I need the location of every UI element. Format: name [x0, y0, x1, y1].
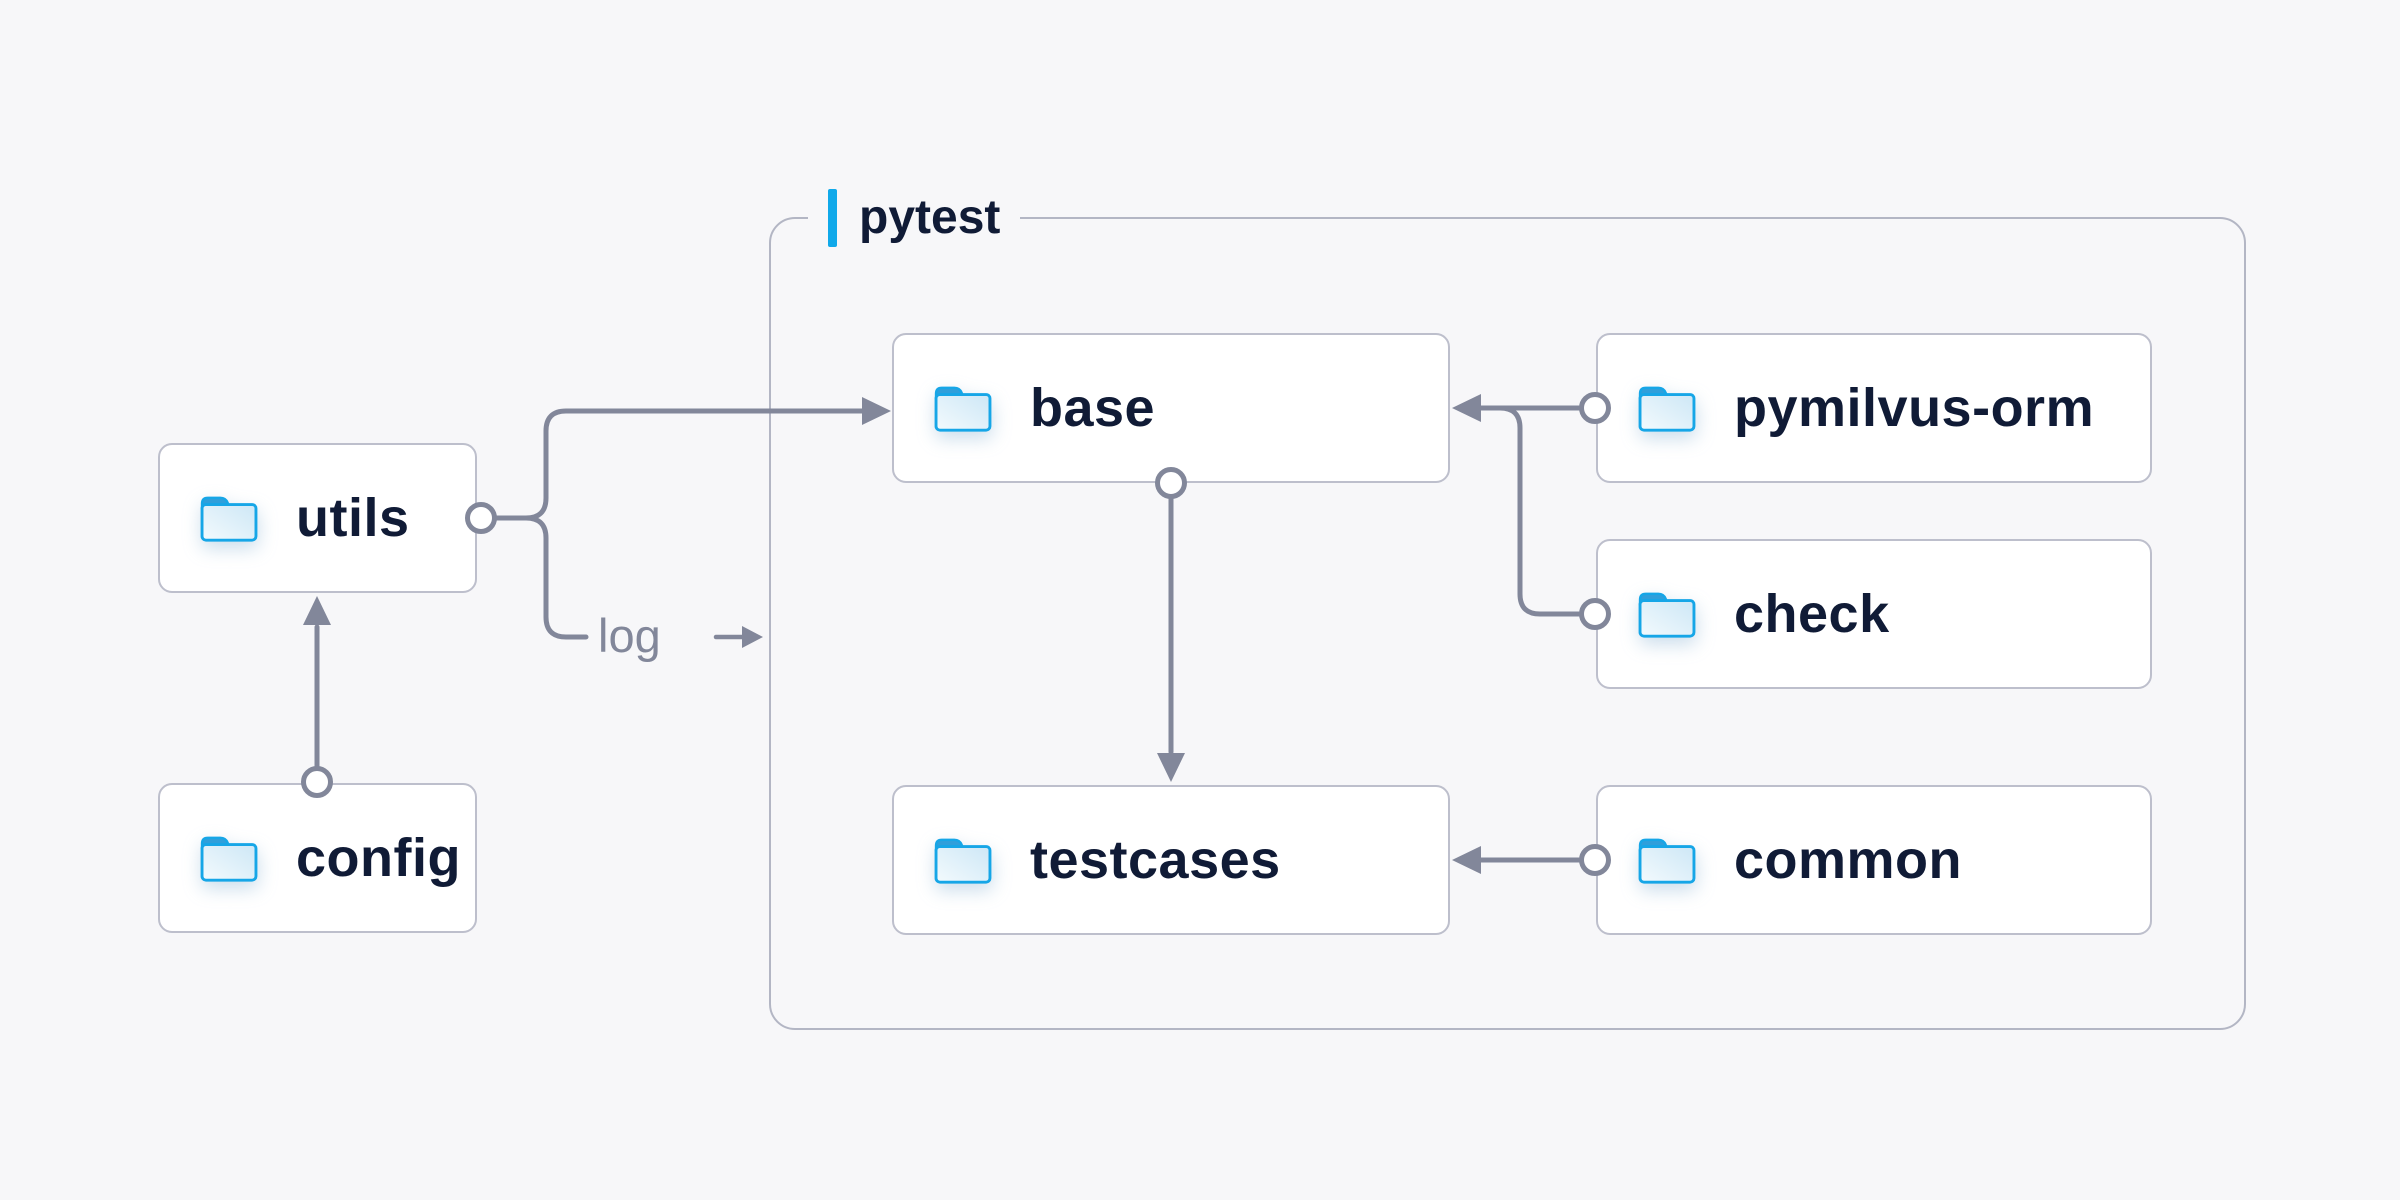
- folder-icon: [934, 838, 992, 884]
- pytest-group-label: pytest: [808, 188, 1021, 248]
- folder-icon: [1638, 592, 1696, 638]
- edge-utils-log: [523, 515, 589, 640]
- edge-label-log: log: [598, 609, 661, 662]
- arrowhead-up-icon: [303, 596, 331, 625]
- folder-icon: [934, 386, 992, 432]
- node-label: config: [296, 828, 461, 888]
- node-base: base: [892, 333, 1450, 483]
- node-check: check: [1596, 539, 2152, 689]
- folder-icon: [1638, 386, 1696, 432]
- node-label: pymilvus-orm: [1734, 378, 2095, 438]
- folder-icon: [1638, 838, 1696, 884]
- node-common: common: [1596, 785, 2152, 935]
- node-label: utils: [296, 488, 410, 548]
- node-label: testcases: [1030, 830, 1281, 890]
- node-label: common: [1734, 830, 1963, 890]
- node-pymilvus-orm: pymilvus-orm: [1596, 333, 2152, 483]
- pytest-group-title: pytest: [859, 191, 1001, 244]
- node-config: config: [158, 783, 477, 933]
- accent-bar-icon: [828, 189, 837, 247]
- node-testcases: testcases: [892, 785, 1450, 935]
- node-utils: utils: [158, 443, 477, 593]
- pytest-group-container: [769, 217, 2246, 1030]
- arrowhead-right-small-icon: [742, 626, 763, 648]
- node-label: check: [1734, 584, 1890, 644]
- folder-icon: [200, 496, 258, 542]
- node-label: base: [1030, 378, 1156, 438]
- folder-icon: [200, 836, 258, 882]
